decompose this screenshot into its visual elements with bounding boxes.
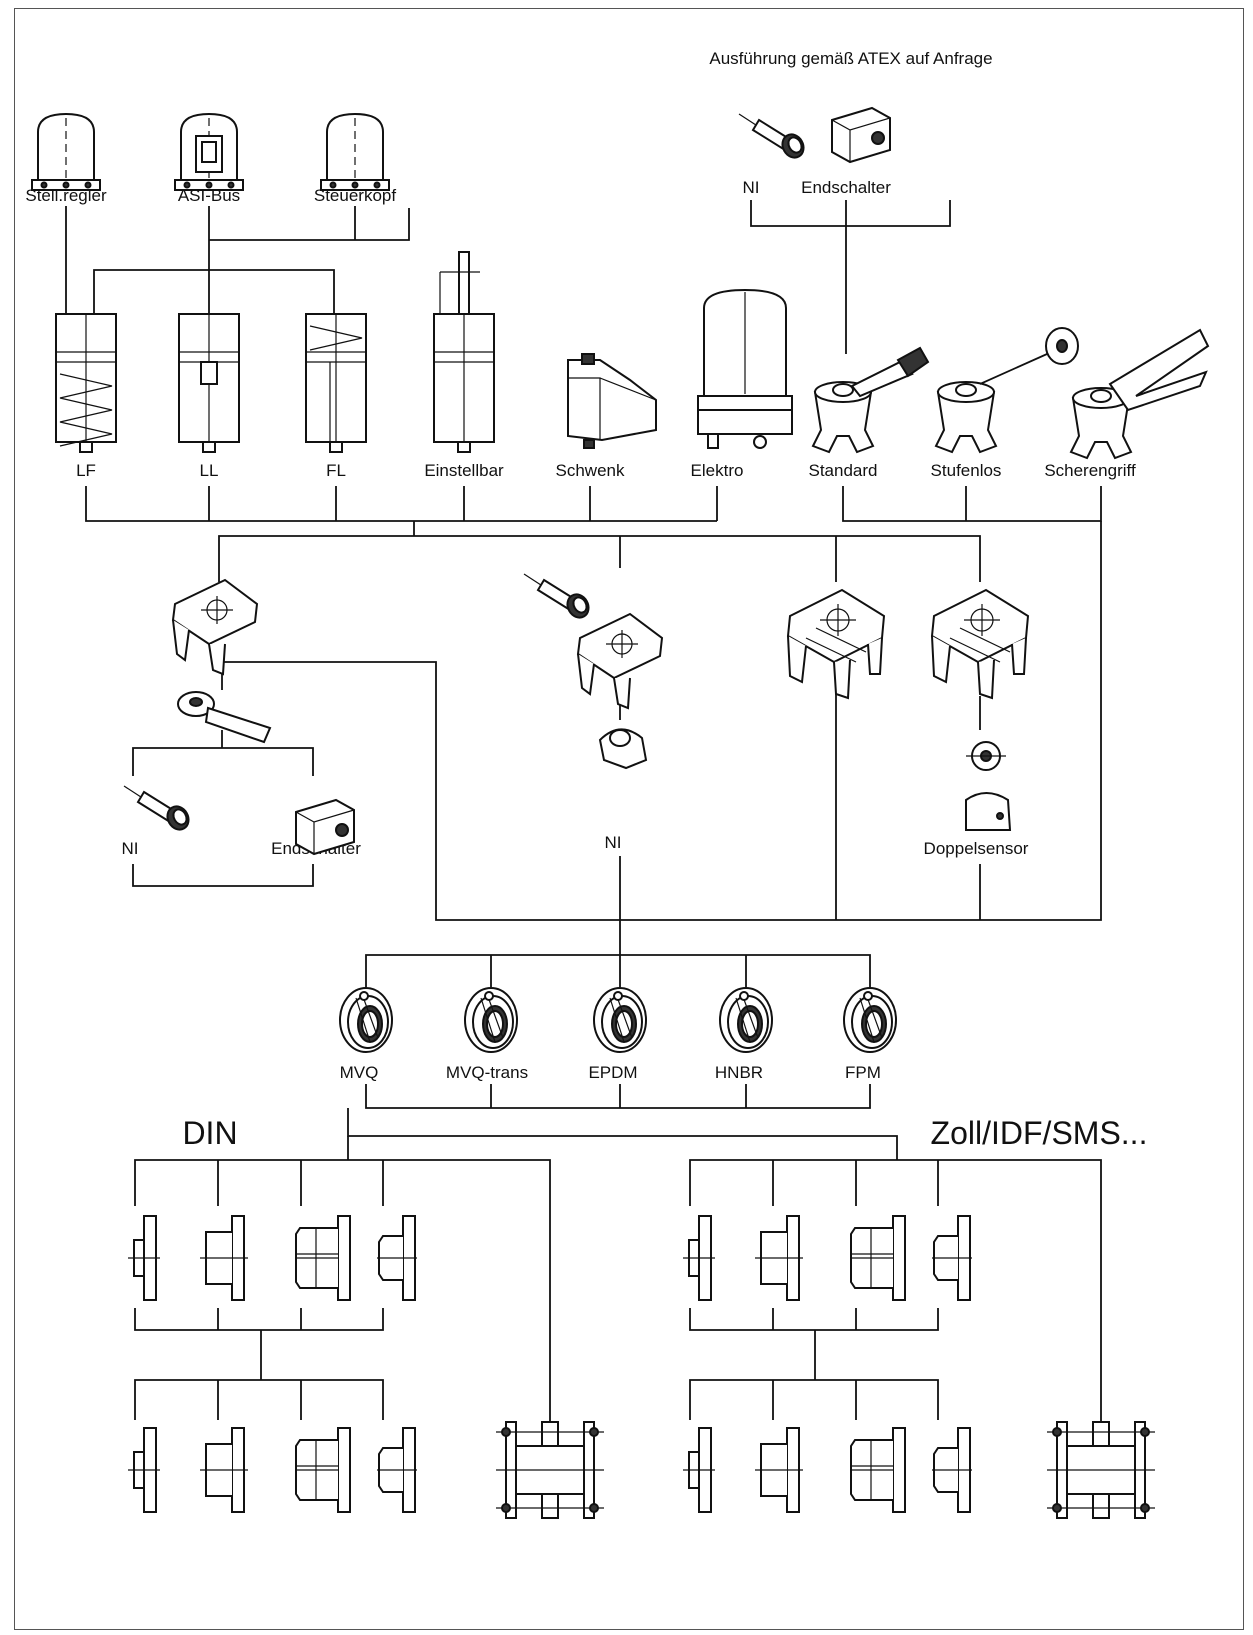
stufenlos-handle-icon [936,328,1078,452]
label-scherengriff: Scherengriff [1044,461,1136,480]
endschalter-icon [832,108,890,162]
bracket-center-icon [578,614,662,708]
zoll-flange-8-icon [932,1428,972,1512]
ni-sensor-left-icon [124,786,193,833]
atex-note: Ausführung gemäß ATEX auf Anfrage [709,49,992,68]
label-fl: FL [326,461,346,480]
bracket-double-1-icon [788,590,884,698]
label-stufenlos: Stufenlos [931,461,1002,480]
schwenk-actuator-icon [568,354,656,448]
label-zoll: Zoll/IDF/SMS... [931,1115,1148,1151]
zoll-clamp-icon [1047,1422,1155,1518]
elektro-actuator-icon [698,290,792,448]
seal-fpm-icon [844,988,896,1052]
label-epdm: EPDM [588,1063,637,1082]
label-elektro: Elektro [691,461,744,480]
bracket-double-2-icon [932,590,1028,698]
label-mvq: MVQ [340,1063,379,1082]
ni-sensor-center-icon [524,574,593,621]
cam-center-icon [600,729,646,768]
zoll-flange-2-icon [755,1216,803,1300]
cam-lever-icon [178,692,270,742]
label-ni-left: NI [122,839,139,858]
asibus-head-icon [175,114,243,190]
doppelsensor-icon [966,742,1010,830]
seal-epdm-icon [594,988,646,1052]
seal-hnbr-icon [720,988,772,1052]
seal-mvq-icon [340,988,392,1052]
einstellbar-actuator-icon [434,252,494,452]
zoll-flange-5-icon [683,1428,715,1512]
label-din: DIN [182,1115,237,1151]
din-flange-4-icon [377,1216,417,1300]
label-standard: Standard [809,461,878,480]
label-ll: LL [200,461,219,480]
standard-handle-icon [813,348,928,452]
label-fpm: FPM [845,1063,881,1082]
ni-sensor-icon [739,114,808,161]
seal-mvq-trans-icon [465,988,517,1052]
din-flange-8-icon [377,1428,417,1512]
label-endschalter-top: Endschalter [801,178,891,197]
din-clamp-icon [496,1422,604,1518]
zoll-flange-7-icon [851,1428,905,1512]
zoll-flange-4-icon [932,1216,972,1300]
din-flange-6-icon [200,1428,248,1512]
ll-actuator-icon [179,314,239,452]
label-mvq-trans: MVQ-trans [446,1063,528,1082]
fl-actuator-icon [306,314,366,452]
label-hnbr: HNBR [715,1063,763,1082]
label-ni-top: NI [743,178,760,197]
zoll-flange-6-icon [755,1428,803,1512]
zoll-flange-3-icon [851,1216,905,1300]
din-flange-7-icon [296,1428,350,1512]
scherengriff-handle-icon [1071,330,1208,458]
label-schwenk: Schwenk [556,461,625,480]
label-ni-center: NI [605,833,622,852]
din-flange-2-icon [200,1216,248,1300]
zoll-flange-1-icon [683,1216,715,1300]
din-flange-1-icon [128,1216,160,1300]
stellregler-head-icon [32,114,100,190]
label-einstellbar: Einstellbar [424,461,504,480]
din-flange-3-icon [296,1216,350,1300]
steuerkopf-head-icon [321,114,389,190]
label-lf: LF [76,461,96,480]
bracket-left-icon [173,580,257,674]
din-flange-5-icon [128,1428,160,1512]
lf-actuator-icon [56,314,116,452]
label-doppelsensor: Doppelsensor [924,839,1029,858]
